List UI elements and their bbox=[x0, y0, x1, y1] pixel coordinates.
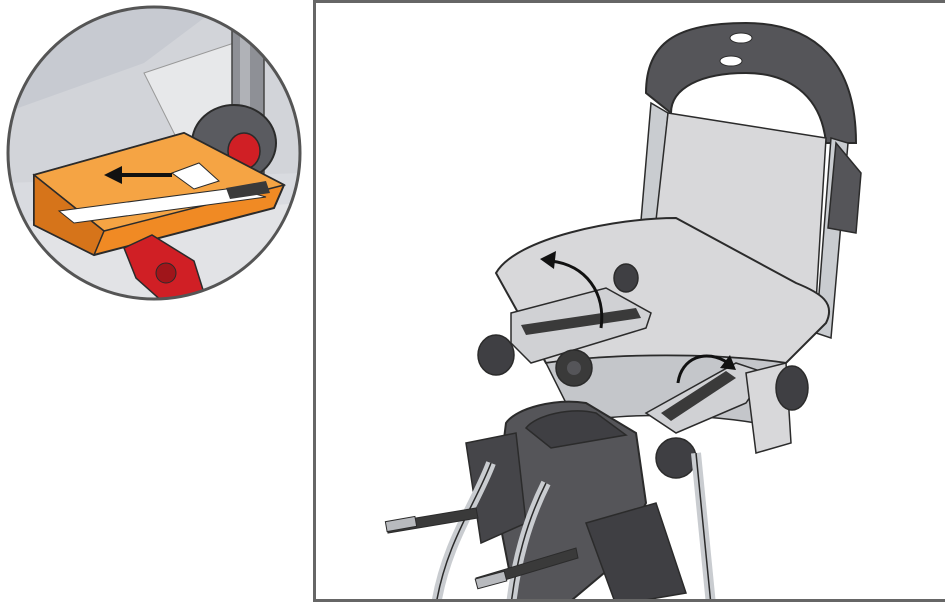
chair-drawing bbox=[316, 3, 945, 602]
detail-inset-circle bbox=[4, 3, 304, 303]
seat-knob bbox=[556, 350, 592, 386]
main-illustration-frame bbox=[313, 0, 945, 602]
detail-inset-drawing bbox=[4, 3, 304, 303]
